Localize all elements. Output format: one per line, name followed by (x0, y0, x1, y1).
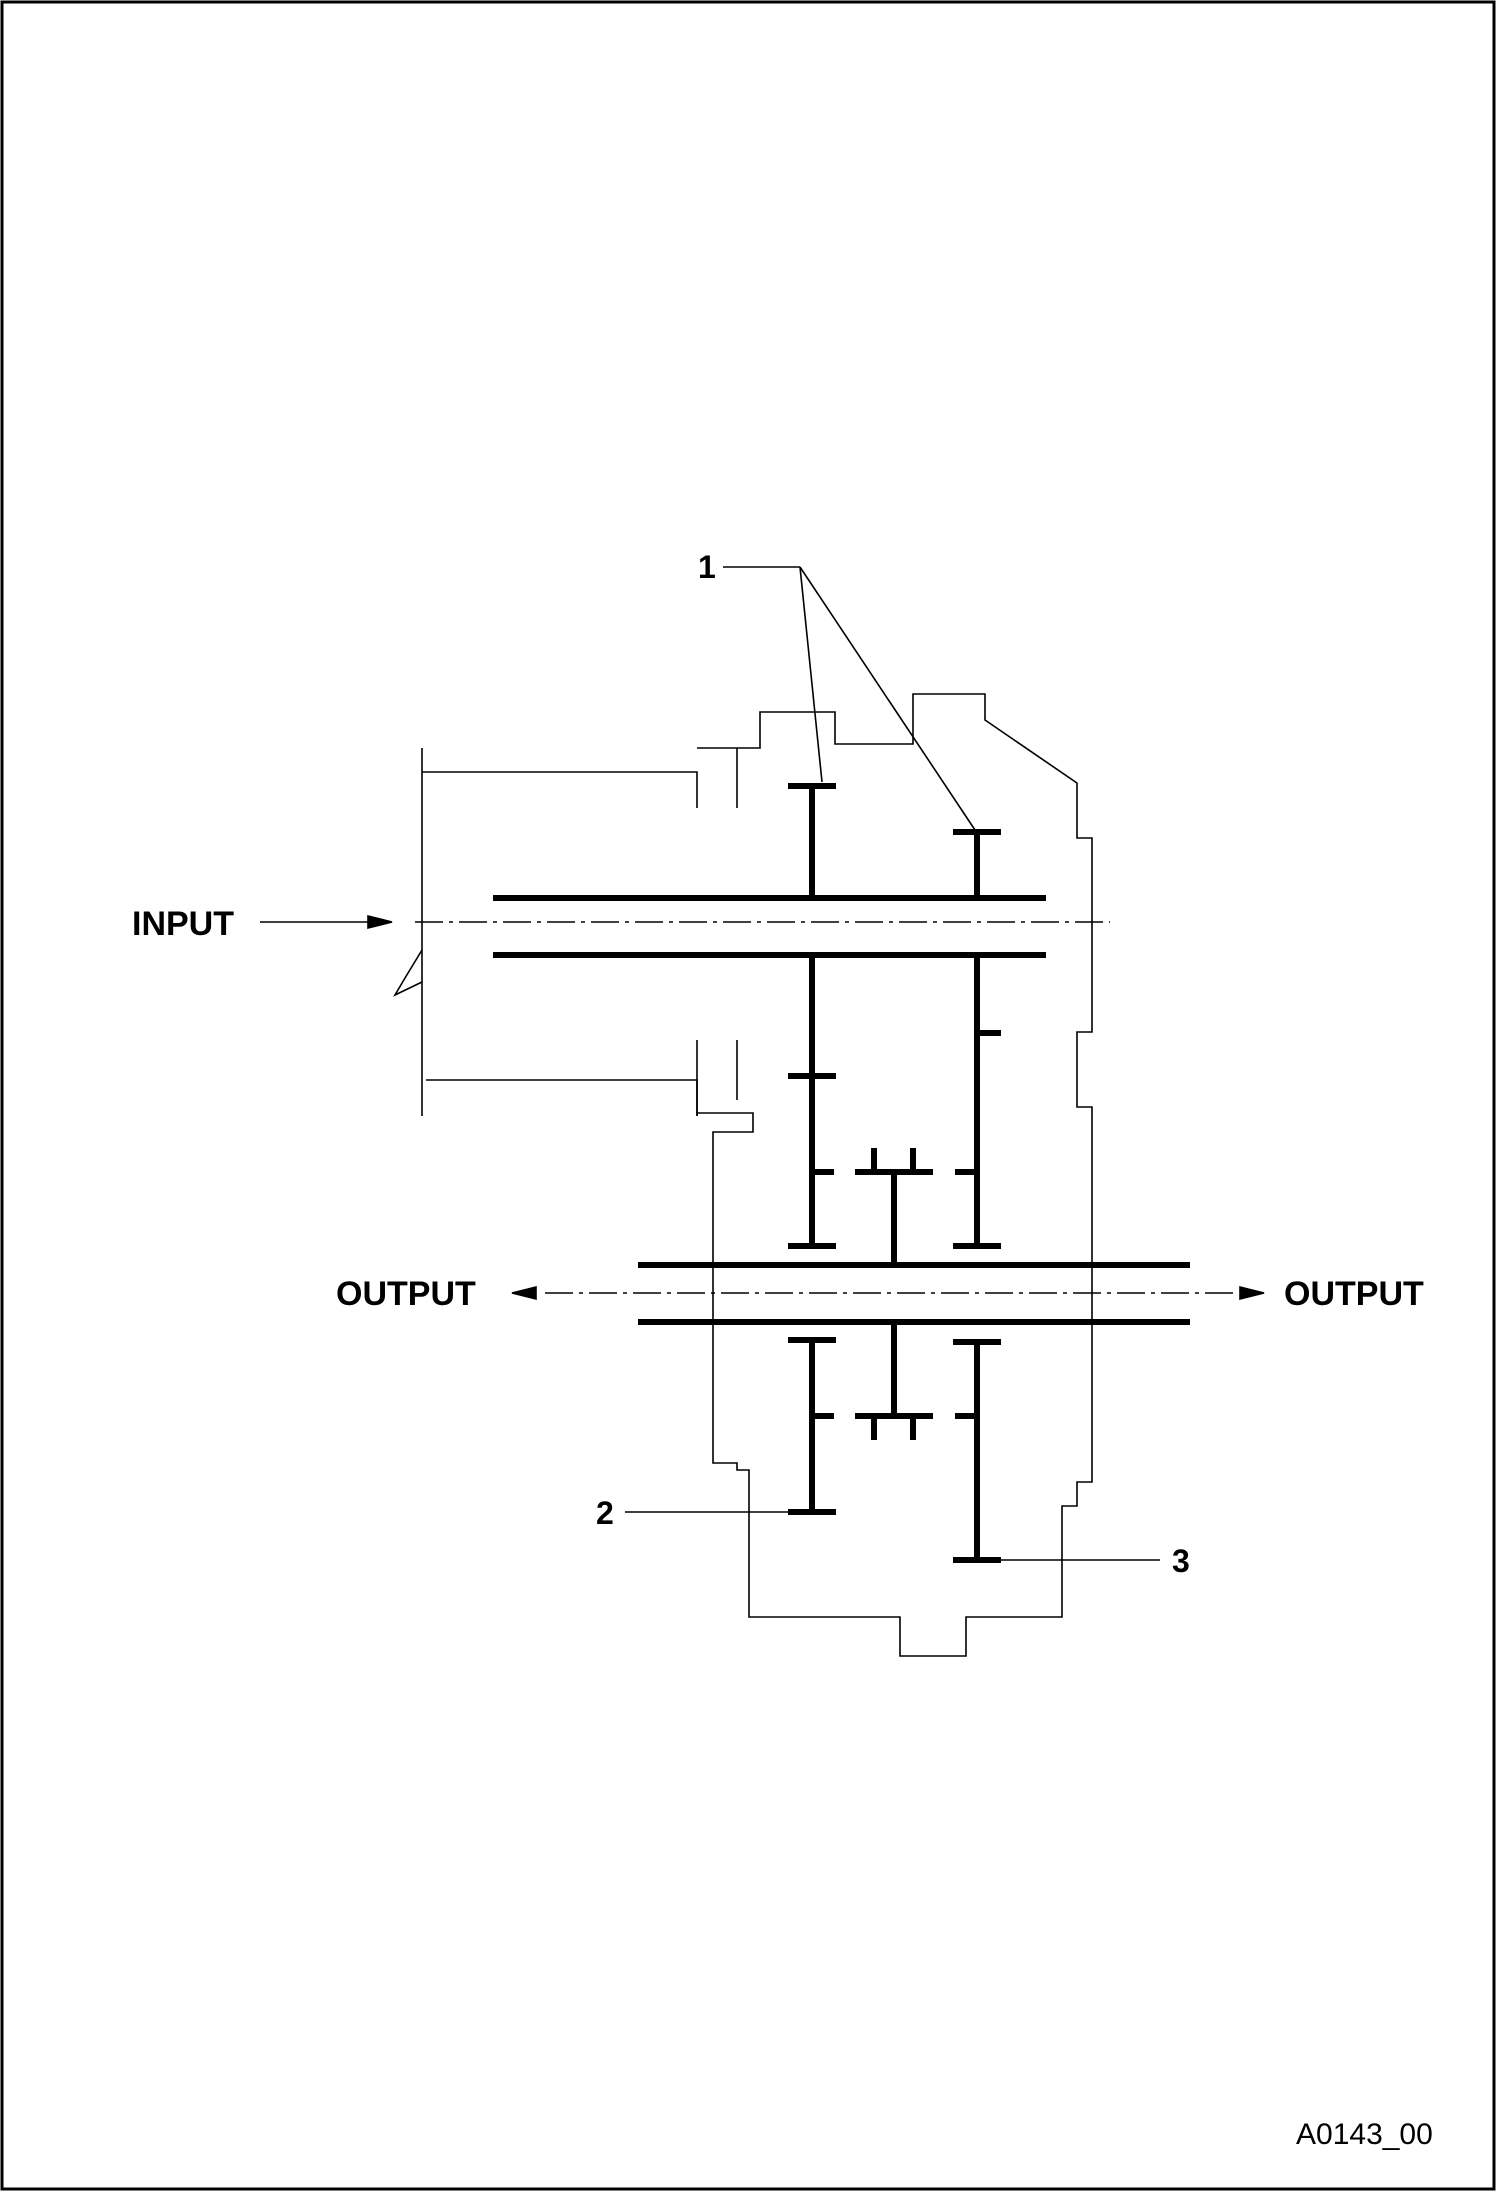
output-left-label: OUTPUT (336, 1275, 476, 1313)
input-housing-top (422, 771, 698, 808)
flow-arrows (260, 914, 1265, 1301)
output-right-label: OUTPUT (1284, 1275, 1424, 1313)
input-shaft (493, 895, 1046, 958)
input-arrowhead (367, 914, 393, 930)
input-label: INPUT (132, 905, 234, 943)
output-shaft (638, 1262, 1190, 1325)
leader-lines (625, 566, 1160, 1561)
gears (788, 783, 1001, 1563)
callout-2: 2 (596, 1495, 614, 1531)
input-housing-break (392, 949, 423, 997)
center-lines (415, 921, 1238, 1294)
output-right-arrowhead (1239, 1285, 1265, 1301)
output-left-arrowhead (511, 1285, 537, 1301)
callout-1: 1 (698, 549, 716, 585)
housing-outline (392, 693, 1093, 1657)
callout-3: 3 (1172, 1543, 1190, 1579)
figure-code: A0143_00 (1296, 2118, 1433, 2151)
main-case-outline (697, 693, 1093, 1657)
input-housing-bottom (426, 1079, 698, 1116)
